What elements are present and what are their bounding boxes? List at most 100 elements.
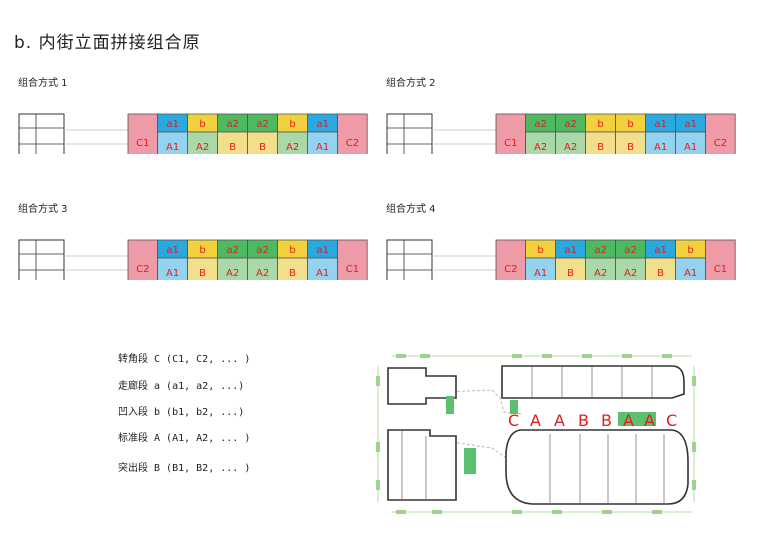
segment-B-bottom: B	[247, 131, 279, 154]
plan-label: B	[601, 411, 612, 430]
combination-3-label: 组合方式 3	[18, 204, 68, 215]
plan-label: A	[554, 411, 565, 430]
segment-A2-bottom: A2	[555, 131, 587, 154]
corner-left: C2	[127, 239, 159, 280]
segment-A1-bottom: A1	[307, 131, 339, 154]
segment-b-top: b	[187, 113, 219, 133]
segment-A2-bottom: A2	[217, 257, 249, 280]
segment-b-top: b	[187, 239, 219, 259]
segment-A2-bottom: A2	[187, 131, 219, 154]
segment-bottom-label: A1	[316, 268, 329, 279]
corner-right: C2	[705, 113, 736, 154]
segment-a1-top: a1	[157, 239, 189, 259]
corner-left-label: C2	[504, 264, 517, 275]
segment-bottom-label: B	[657, 268, 664, 279]
corner-left: C1	[127, 113, 159, 154]
plan-label: C	[666, 411, 677, 430]
reference-building	[386, 239, 433, 280]
segment-B-bottom: B	[217, 131, 249, 154]
segment-top-label: a2	[624, 245, 637, 256]
corner-right-label: C1	[714, 264, 727, 275]
corner-left-label: C2	[136, 264, 149, 275]
segment-a1-top: a1	[157, 113, 189, 133]
segment-A1-bottom: A1	[675, 131, 707, 154]
corner-right-label: C2	[346, 138, 359, 149]
segment-a1-top: a1	[307, 113, 339, 133]
segment-bottom-label: B	[597, 142, 604, 153]
segment-a1-top: a1	[555, 239, 587, 259]
segment-a2-top: a2	[217, 239, 249, 259]
segment-bottom-label: A2	[196, 142, 209, 153]
segment-bottom-label: A2	[226, 268, 239, 279]
segment-a2-top: a2	[555, 113, 587, 133]
segment-b-top: b	[585, 113, 617, 133]
legend-item-b: 凹入段 b (b1, b2, ...)	[118, 407, 245, 418]
segment-B-bottom: B	[645, 257, 677, 280]
site-plan: C A A B B A A C	[376, 354, 696, 514]
segment-a2-top: a2	[525, 113, 557, 133]
plan-label: A	[623, 411, 634, 430]
segment-top-label: a1	[316, 245, 329, 256]
segment-top-label: a1	[654, 245, 667, 256]
segment-A2-bottom: A2	[615, 257, 647, 280]
plan-label: C	[508, 411, 519, 430]
segment-bottom-label: A2	[564, 142, 577, 153]
segment-a1-top: a1	[645, 113, 677, 133]
corner-right-label: C1	[346, 264, 359, 275]
segment-top-label: a2	[256, 245, 269, 256]
segment-top-label: a2	[226, 245, 239, 256]
combination-1-label: 组合方式 1	[18, 78, 68, 89]
segment-top-label: a2	[256, 119, 269, 130]
segment-A1-bottom: A1	[645, 131, 677, 154]
page-title: b. 内街立面拼接组合原	[14, 33, 201, 53]
segment-top-label: a2	[564, 119, 577, 130]
segment-a1-top: a1	[675, 113, 707, 133]
segment-B-bottom: B	[615, 131, 647, 154]
reference-building	[386, 113, 433, 154]
segment-top-label: b	[627, 119, 633, 130]
segment-bottom-label: A2	[256, 268, 269, 279]
segment-b-top: b	[277, 239, 309, 259]
segment-top-label: a1	[166, 245, 179, 256]
segment-bottom-label: A1	[534, 268, 547, 279]
segment-top-label: a1	[654, 119, 667, 130]
segment-a2-top: a2	[247, 239, 279, 259]
segment-bottom-label: A1	[654, 142, 667, 153]
segment-B-bottom: B	[277, 257, 309, 280]
corner-right: C1	[337, 239, 368, 280]
reference-building	[18, 113, 65, 154]
segment-A2-bottom: A2	[525, 131, 557, 154]
combination-2-label: 组合方式 2	[386, 78, 436, 89]
dimension-ticks	[376, 354, 696, 514]
segment-a2-top: a2	[217, 113, 249, 133]
segment-b-top: b	[277, 113, 309, 133]
corner-right: C1	[705, 239, 736, 280]
segment-bottom-label: A1	[684, 268, 697, 279]
segment-bottom-label: A2	[624, 268, 637, 279]
segment-top-label: a1	[684, 119, 697, 130]
legend-item-std-a: 标准段 A (A1, A2, ... )	[118, 433, 251, 444]
segment-bottom-label: A1	[316, 142, 329, 153]
combination-4-label: 组合方式 4	[386, 204, 436, 215]
legend-item-a: 走廊段 a (a1, a2, ...)	[118, 381, 245, 392]
plan-label: B	[578, 411, 589, 430]
segment-top-label: a1	[564, 245, 577, 256]
segment-top-label: a2	[534, 119, 547, 130]
building-blocks	[387, 365, 689, 505]
segment-B-bottom: B	[187, 257, 219, 280]
segment-top-label: b	[289, 245, 295, 256]
segment-top-label: b	[289, 119, 295, 130]
reference-building	[18, 239, 65, 280]
segment-A2-bottom: A2	[247, 257, 279, 280]
segment-A2-bottom: A2	[277, 131, 309, 154]
segment-top-label: a1	[316, 119, 329, 130]
segment-b-top: b	[675, 239, 707, 259]
segment-top-label: a2	[226, 119, 239, 130]
segment-bottom-label: B	[259, 142, 266, 153]
legend-item-std-b: 突出段 B (B1, B2, ... )	[118, 463, 251, 474]
unit-dividers	[401, 366, 665, 504]
segment-bottom-label: B	[229, 142, 236, 153]
